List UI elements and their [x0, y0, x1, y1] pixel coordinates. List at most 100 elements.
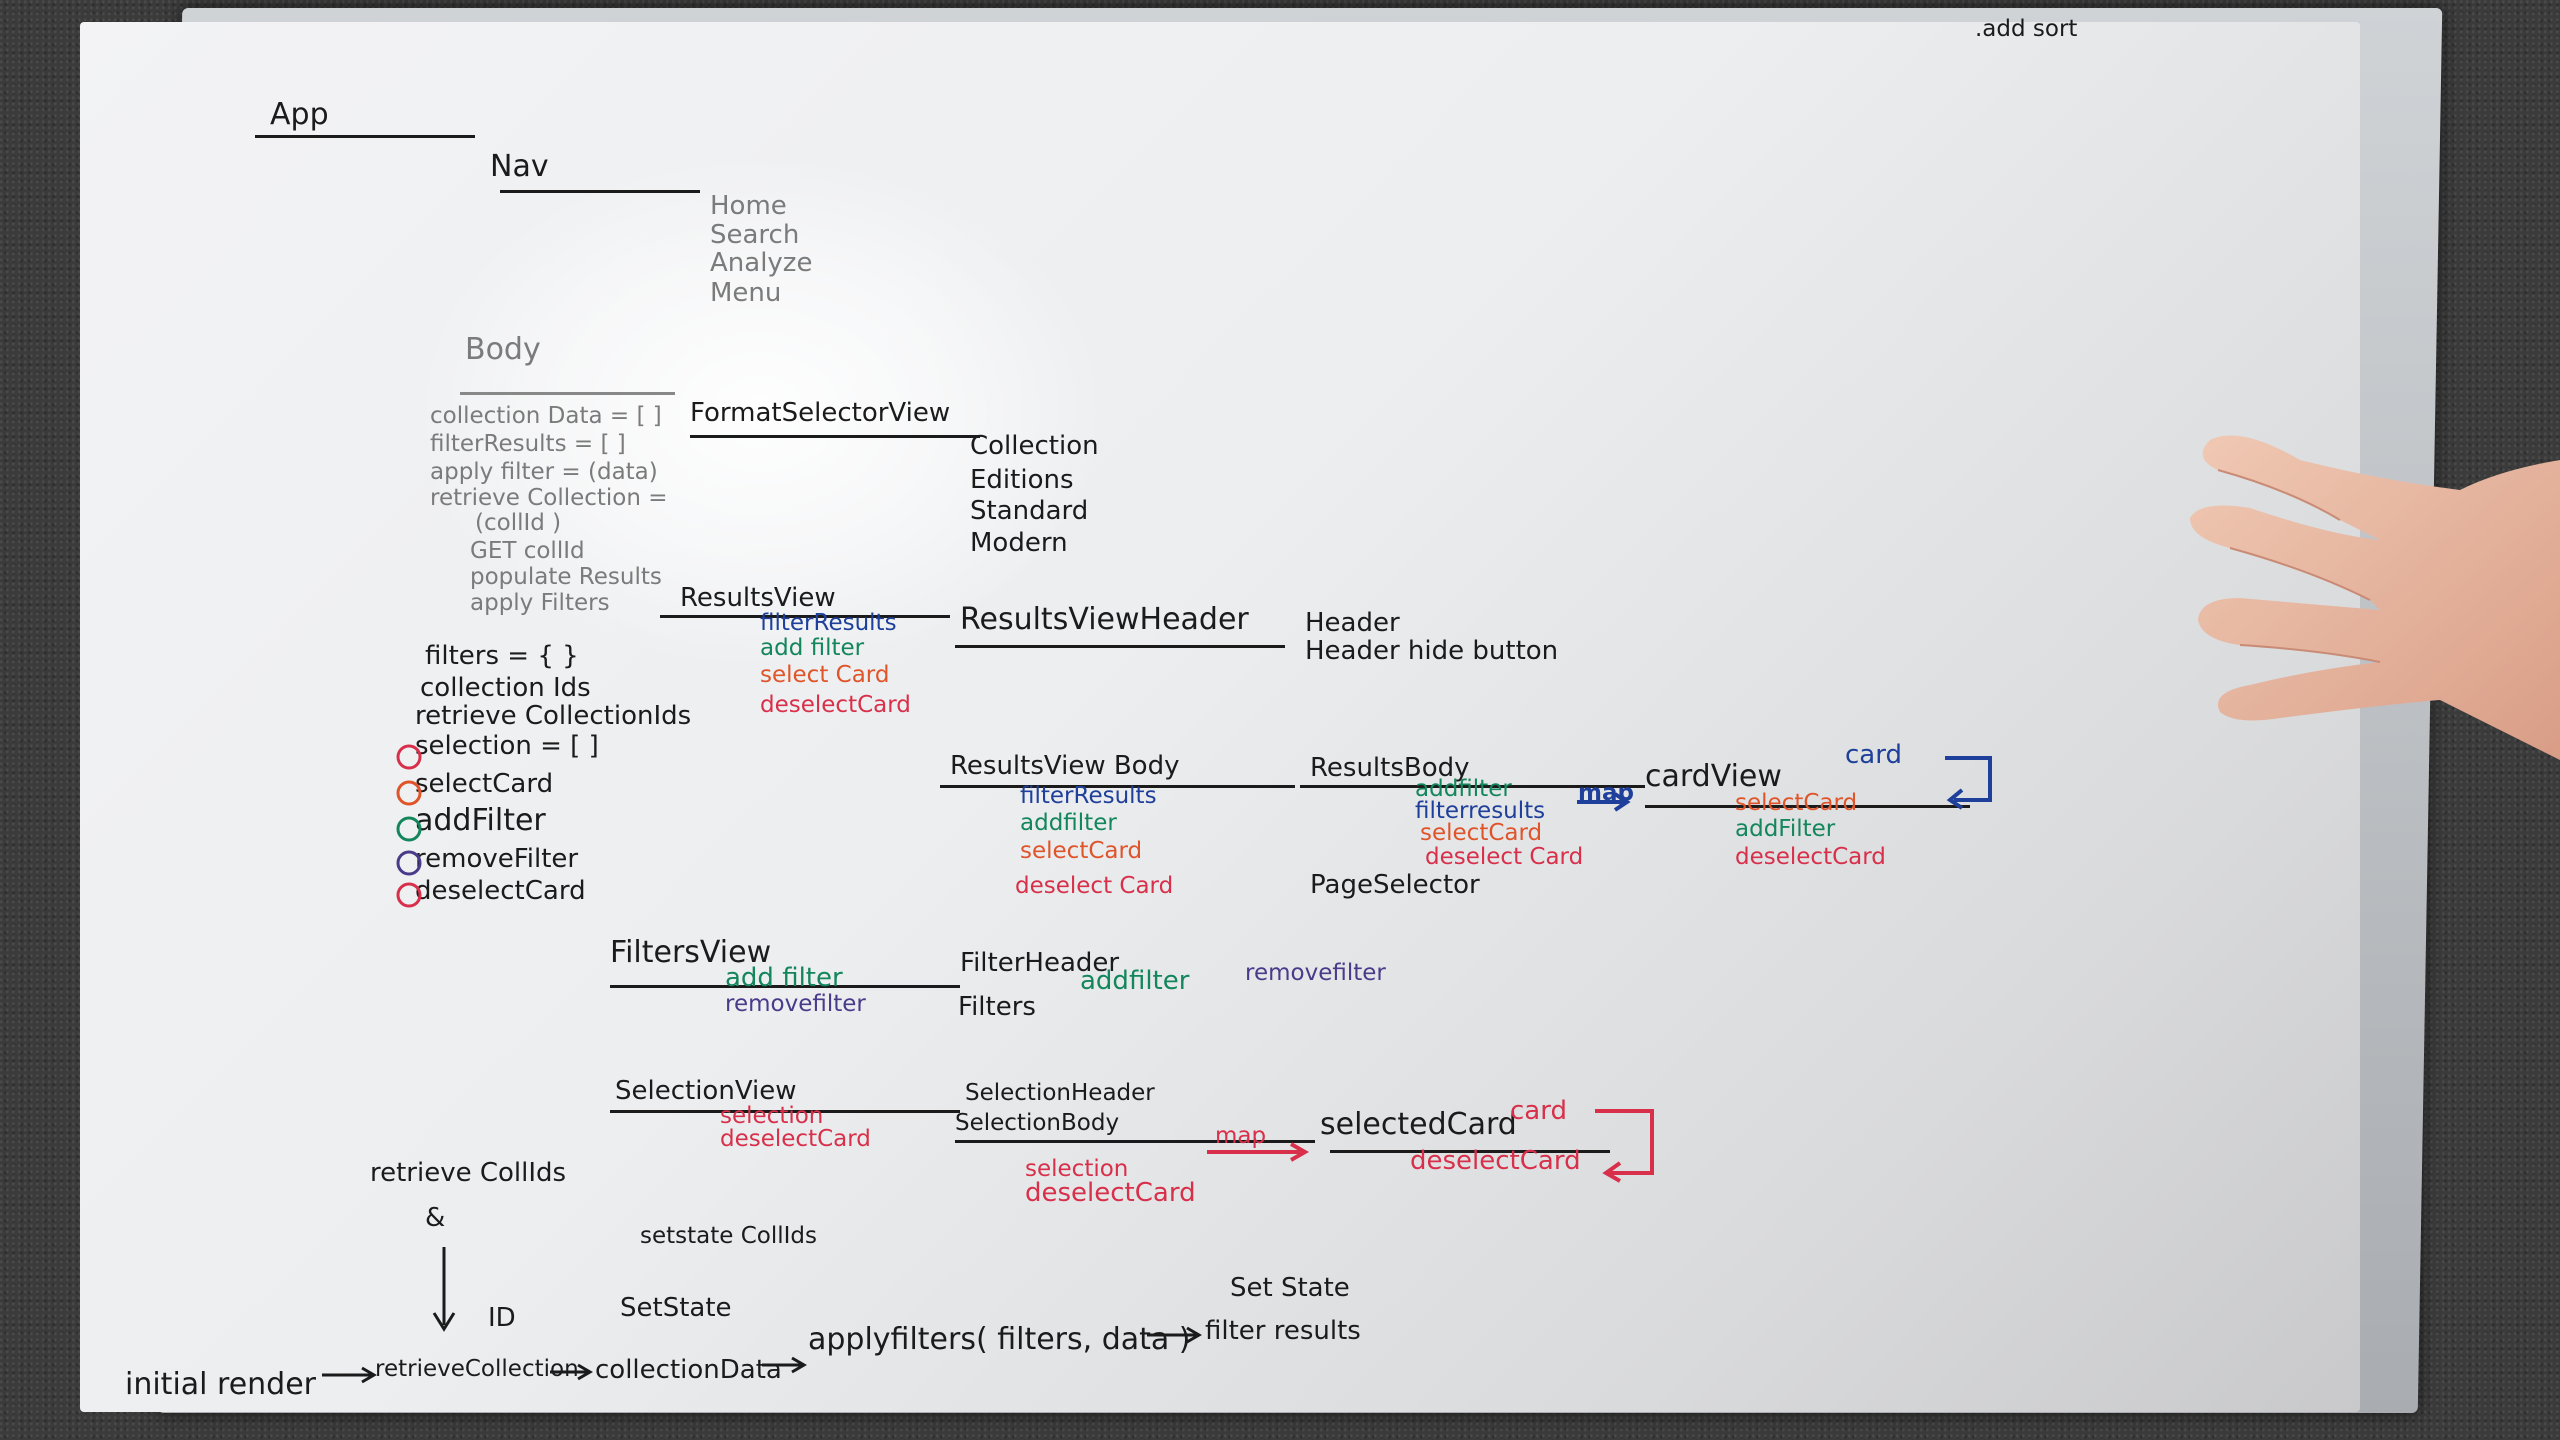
selection-map-arrow-icon [1207, 1142, 1310, 1162]
body-line: (collId ) [475, 510, 562, 536]
results-view-header-underline [955, 645, 1285, 648]
flow-retrieve-note: retrieve CollIds [370, 1158, 567, 1188]
results-view-body-item: addfilter [1020, 810, 1117, 836]
body-title: Body [465, 332, 541, 367]
state-line: deselectCard [415, 876, 586, 906]
app-title: App [270, 97, 329, 132]
flow-amp: & [425, 1203, 446, 1233]
filter-header-filters-label: Filters [958, 992, 1036, 1022]
results-view-item: add filter [760, 635, 865, 661]
body-line: filterResults = [ ] [430, 431, 626, 457]
card-view-item: addFilter [1735, 816, 1836, 842]
page-selector: PageSelector [1310, 870, 1480, 900]
selection-view-title: SelectionView [615, 1076, 797, 1106]
corner-note: .add sort [1975, 16, 2078, 42]
card-view-title: cardView [1645, 759, 1782, 794]
nav-item-analyze: Analyze [710, 248, 813, 278]
results-body-item: addfilter [1415, 776, 1512, 802]
selection-body-underline [955, 1140, 1315, 1143]
card-view-item: deselectCard [1735, 844, 1886, 870]
flow-step: retrieveCollection [375, 1356, 579, 1382]
app-underline [255, 135, 475, 138]
nav-item-menu: Menu [710, 278, 782, 308]
card-view-underline [1645, 805, 1970, 808]
flow-step: applyfilters( filters, data ) [808, 1322, 1191, 1357]
state-line: removeFilter [415, 844, 579, 874]
flow-step: collectionData [595, 1355, 782, 1385]
filter-header-title: FilterHeader [960, 948, 1120, 978]
nav-item-home: Home [710, 191, 787, 221]
filter-header-remove: removefilter [1245, 960, 1386, 986]
results-body-underline [1300, 785, 1645, 788]
nav-title: Nav [490, 149, 549, 184]
flow-arrow-icon [322, 1366, 377, 1384]
selection-body-item: selection [1025, 1156, 1129, 1182]
body-line: collection Data = [ ] [430, 403, 662, 429]
flow-id-label: ID [488, 1303, 516, 1333]
results-view-header-item: Header hide button [1305, 636, 1559, 666]
flow-arrow-icon [550, 1363, 593, 1381]
results-view-body-underline [940, 785, 1295, 788]
map-arrow-icon [1577, 792, 1631, 812]
down-arrow-icon [432, 1247, 456, 1332]
card-view-tag: card [1845, 740, 1902, 770]
selected-card-item: deselectCard [1410, 1146, 1581, 1176]
format-item: Standard [970, 496, 1089, 526]
card-loop-arrow-icon [1945, 756, 1992, 810]
selection-view-underline [610, 1110, 960, 1113]
results-view-header-item: Header [1305, 608, 1400, 638]
card-view-item: selectCard [1735, 790, 1858, 816]
state-line: filters = { } [425, 641, 579, 671]
results-view-body-item: filterResults [1020, 783, 1157, 809]
results-body-item: filterresults [1415, 798, 1546, 824]
state-markers [396, 744, 422, 908]
selection-body: SelectionBody [955, 1110, 1120, 1136]
body-line: retrieve Collection = [430, 485, 668, 511]
results-view-title: ResultsView [680, 583, 836, 613]
state-line: selectCard [415, 769, 554, 799]
nav-item-search: Search [710, 220, 800, 250]
results-body-item: deselect Card [1425, 844, 1584, 870]
filters-view-item: add filter [725, 963, 843, 993]
body-line: apply Filters [470, 590, 610, 616]
filter-header-add: addfilter [1080, 966, 1190, 996]
selected-card-title: selectedCard [1320, 1107, 1517, 1142]
flow-setstate-filter: Set State [1230, 1273, 1350, 1303]
flow-arrow-icon [1147, 1326, 1202, 1344]
state-line: retrieve CollectionIds [415, 701, 692, 731]
results-body-item: selectCard [1420, 820, 1543, 846]
body-line: GET collId [470, 538, 585, 564]
results-view-item: select Card [760, 662, 890, 688]
hand [2190, 435, 2560, 760]
results-view-body-title: ResultsView Body [950, 751, 1180, 781]
flow-arrow-icon [762, 1356, 807, 1374]
results-view-header-title: ResultsViewHeader [960, 602, 1249, 637]
state-line: addFilter [415, 803, 546, 838]
format-selector-title: FormatSelectorView [690, 398, 951, 428]
format-item: Editions [970, 465, 1074, 495]
flow-step: filter results [1205, 1316, 1361, 1346]
format-item: Modern [970, 528, 1068, 558]
selected-card-underline [1330, 1150, 1610, 1153]
selection-body-item: deselectCard [1025, 1178, 1196, 1208]
selected-card-loop-arrow-icon [1595, 1109, 1654, 1183]
results-view-item: filterResults [760, 610, 897, 636]
filters-view-item: removefilter [725, 991, 866, 1017]
selection-header: SelectionHeader [965, 1080, 1155, 1106]
flow-setstate-collids: setstate CollIds [640, 1223, 818, 1249]
selection-map-label: map [1215, 1123, 1267, 1149]
body-line: apply filter = (data) [430, 459, 658, 485]
body-underline [460, 392, 675, 395]
selection-view-item: deselectCard [720, 1126, 871, 1152]
results-view-underline [660, 615, 950, 618]
flow-step: initial render [125, 1367, 317, 1402]
selected-card-tag: card [1510, 1096, 1567, 1126]
results-view-body-item: deselect Card [1015, 873, 1174, 899]
format-selector-underline [690, 435, 980, 438]
selection-view-item: selection [720, 1103, 824, 1129]
results-view-body-item: selectCard [1020, 838, 1143, 864]
results-body-title: ResultsBody [1310, 753, 1470, 783]
format-item: Collection [970, 431, 1099, 461]
nav-underline [500, 190, 700, 193]
results-view-item: deselectCard [760, 692, 911, 718]
